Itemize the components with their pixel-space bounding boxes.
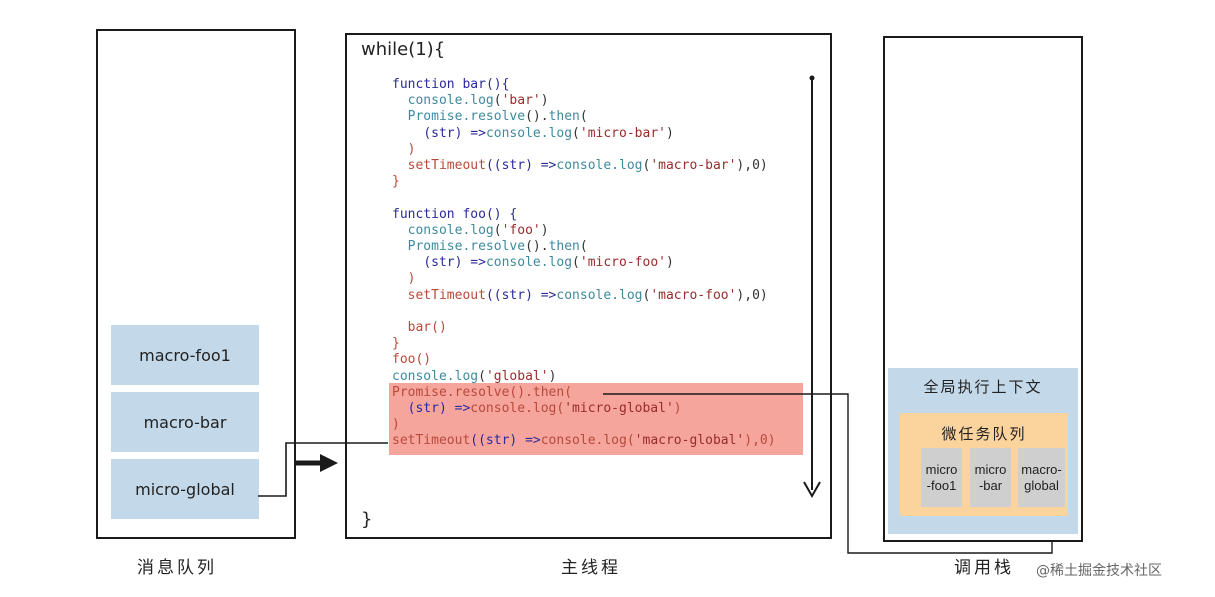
- code-line: function bar(){: [392, 77, 510, 92]
- microtask-item-micro-bar: micro -bar: [970, 448, 1011, 507]
- code-line: setTimeout((str) =>console.log('macro-gl…: [392, 433, 776, 449]
- code-line: Promise.resolve().then(: [392, 384, 573, 400]
- global-code-highlight: [389, 383, 803, 455]
- code-line: setTimeout((str) =>console.log('macro-ba…: [407, 158, 768, 174]
- code-line: console.log('global'): [392, 368, 557, 384]
- code-line: bar(): [407, 320, 447, 336]
- global-context-title: 全局执行上下文: [923, 378, 1043, 396]
- code-line: (str) =>console.log('micro-bar'): [423, 125, 674, 141]
- watermark: @稀土掘金技术社区: [1036, 563, 1162, 579]
- code-block: function bar(){ console.log('bar') Promi…: [392, 77, 776, 450]
- while-loop-open: while(1){: [361, 39, 446, 60]
- message-queue-label: 消息队列: [137, 558, 217, 578]
- call-stack-label: 调用栈: [954, 558, 1014, 578]
- code-line: ): [407, 271, 416, 287]
- microtask-item-label: macro- global: [1021, 461, 1062, 493]
- queue-item-macro-foo1: macro-foo1: [111, 325, 259, 385]
- while-loop-close: }: [361, 509, 373, 530]
- microtask-item-label: micro -foo1: [925, 461, 958, 493]
- code-line: (str) =>console.log('micro-global'): [407, 401, 682, 417]
- promise-to-stack-connector: [603, 393, 1053, 554]
- code-line: setTimeout((str) =>console.log('macro-fo…: [407, 287, 768, 303]
- microtask-item-label: micro -bar: [974, 461, 1007, 493]
- main-thread-label: 主线程: [561, 558, 621, 578]
- message-queue-panel: macro-foo1 macro-bar micro-global: [96, 29, 296, 539]
- code-line: ): [407, 141, 416, 157]
- code-line: ): [392, 417, 400, 433]
- code-line: }: [392, 174, 400, 190]
- code-line: console.log('bar'): [407, 93, 549, 109]
- queue-item-micro-global: micro-global: [111, 459, 259, 519]
- microtask-item-micro-foo1: micro -foo1: [921, 448, 962, 507]
- main-thread-panel: while(1){ function bar(){ console.log('b…: [345, 33, 832, 539]
- microtask-item-macro-global: macro- global: [1018, 448, 1065, 507]
- queue-to-main-connector: [258, 442, 388, 497]
- code-line: Promise.resolve().then(: [407, 239, 588, 255]
- queue-item-macro-bar: macro-bar: [111, 392, 259, 452]
- microtask-queue: 微任务队列 micro -foo1 micro -bar macro- glob…: [900, 413, 1068, 516]
- execution-direction-arrow-head: [803, 481, 821, 499]
- microtask-queue-title: 微任务队列: [941, 425, 1027, 443]
- code-line: foo(): [392, 352, 432, 368]
- code-line: function foo() {: [392, 206, 518, 222]
- code-line: Promise.resolve().then(: [407, 109, 588, 125]
- global-execution-context: 全局执行上下文 微任务队列 micro -foo1 micro -bar mac…: [888, 368, 1078, 534]
- code-line: console.log('foo'): [407, 222, 549, 238]
- queue-to-main-arrow-head: [320, 454, 338, 472]
- code-line: (str) =>console.log('micro-foo'): [423, 255, 674, 271]
- code-line: }: [392, 336, 400, 352]
